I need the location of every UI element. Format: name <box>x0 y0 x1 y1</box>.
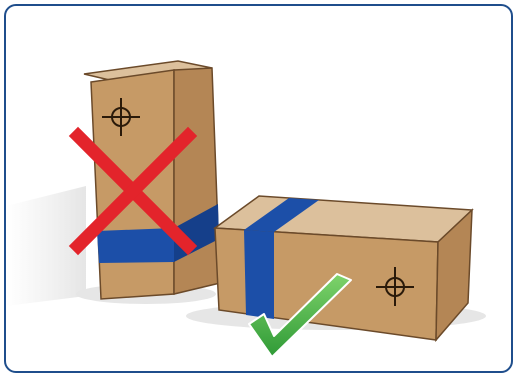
illustration-frame <box>4 4 513 373</box>
tape-band <box>97 228 174 263</box>
tape-strip-front <box>244 230 274 319</box>
box-orientation-illustration <box>6 6 513 373</box>
